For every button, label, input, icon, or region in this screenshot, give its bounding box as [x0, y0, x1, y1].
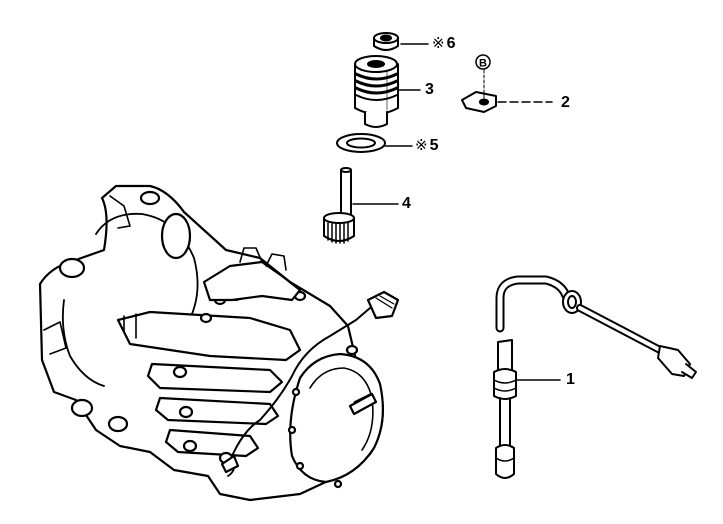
part-6-cap [373, 32, 399, 51]
callout-2: 2 [561, 95, 570, 111]
callout-3-number: 3 [425, 81, 434, 98]
callout-5: ※5 [415, 138, 438, 154]
replace-mark-6: ※ [432, 35, 445, 52]
bolt-b-letter: B [479, 58, 487, 70]
part-2-lock-plate: B [461, 54, 497, 113]
part-5-o-ring [336, 133, 386, 153]
bolt-b-marker [475, 54, 491, 70]
callout-2-number: 2 [561, 94, 570, 111]
part-4-driven-gear [323, 167, 355, 244]
part-3-sleeve [354, 55, 399, 128]
replace-mark-5: ※ [415, 137, 428, 154]
callout-4: 4 [402, 196, 411, 212]
part-1-speedometer-cable [493, 275, 697, 479]
transaxle-assembly [38, 184, 400, 502]
callout-1-number: 1 [566, 371, 575, 388]
callout-5-number: 5 [429, 137, 439, 154]
callout-6-number: 6 [446, 35, 456, 52]
callout-3: 3 [425, 82, 434, 98]
callout-1: 1 [566, 372, 575, 388]
callout-6: ※6 [432, 36, 455, 52]
callout-4-number: 4 [402, 195, 411, 212]
